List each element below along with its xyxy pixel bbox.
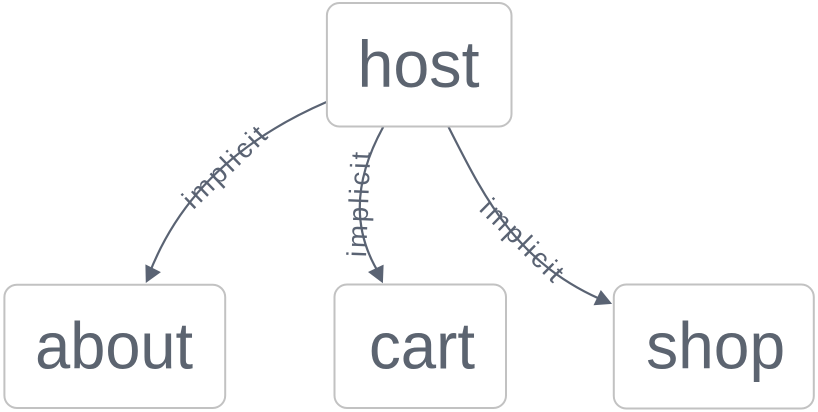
svg-text:implicit: implicit [176, 117, 275, 214]
svg-text:about: about [35, 309, 193, 383]
svg-text:host: host [358, 27, 480, 101]
svg-text:cart: cart [369, 308, 475, 382]
svg-text:implicit: implicit [341, 148, 376, 257]
svg-text:implicit: implicit [474, 192, 573, 290]
svg-text:shop: shop [646, 308, 785, 382]
